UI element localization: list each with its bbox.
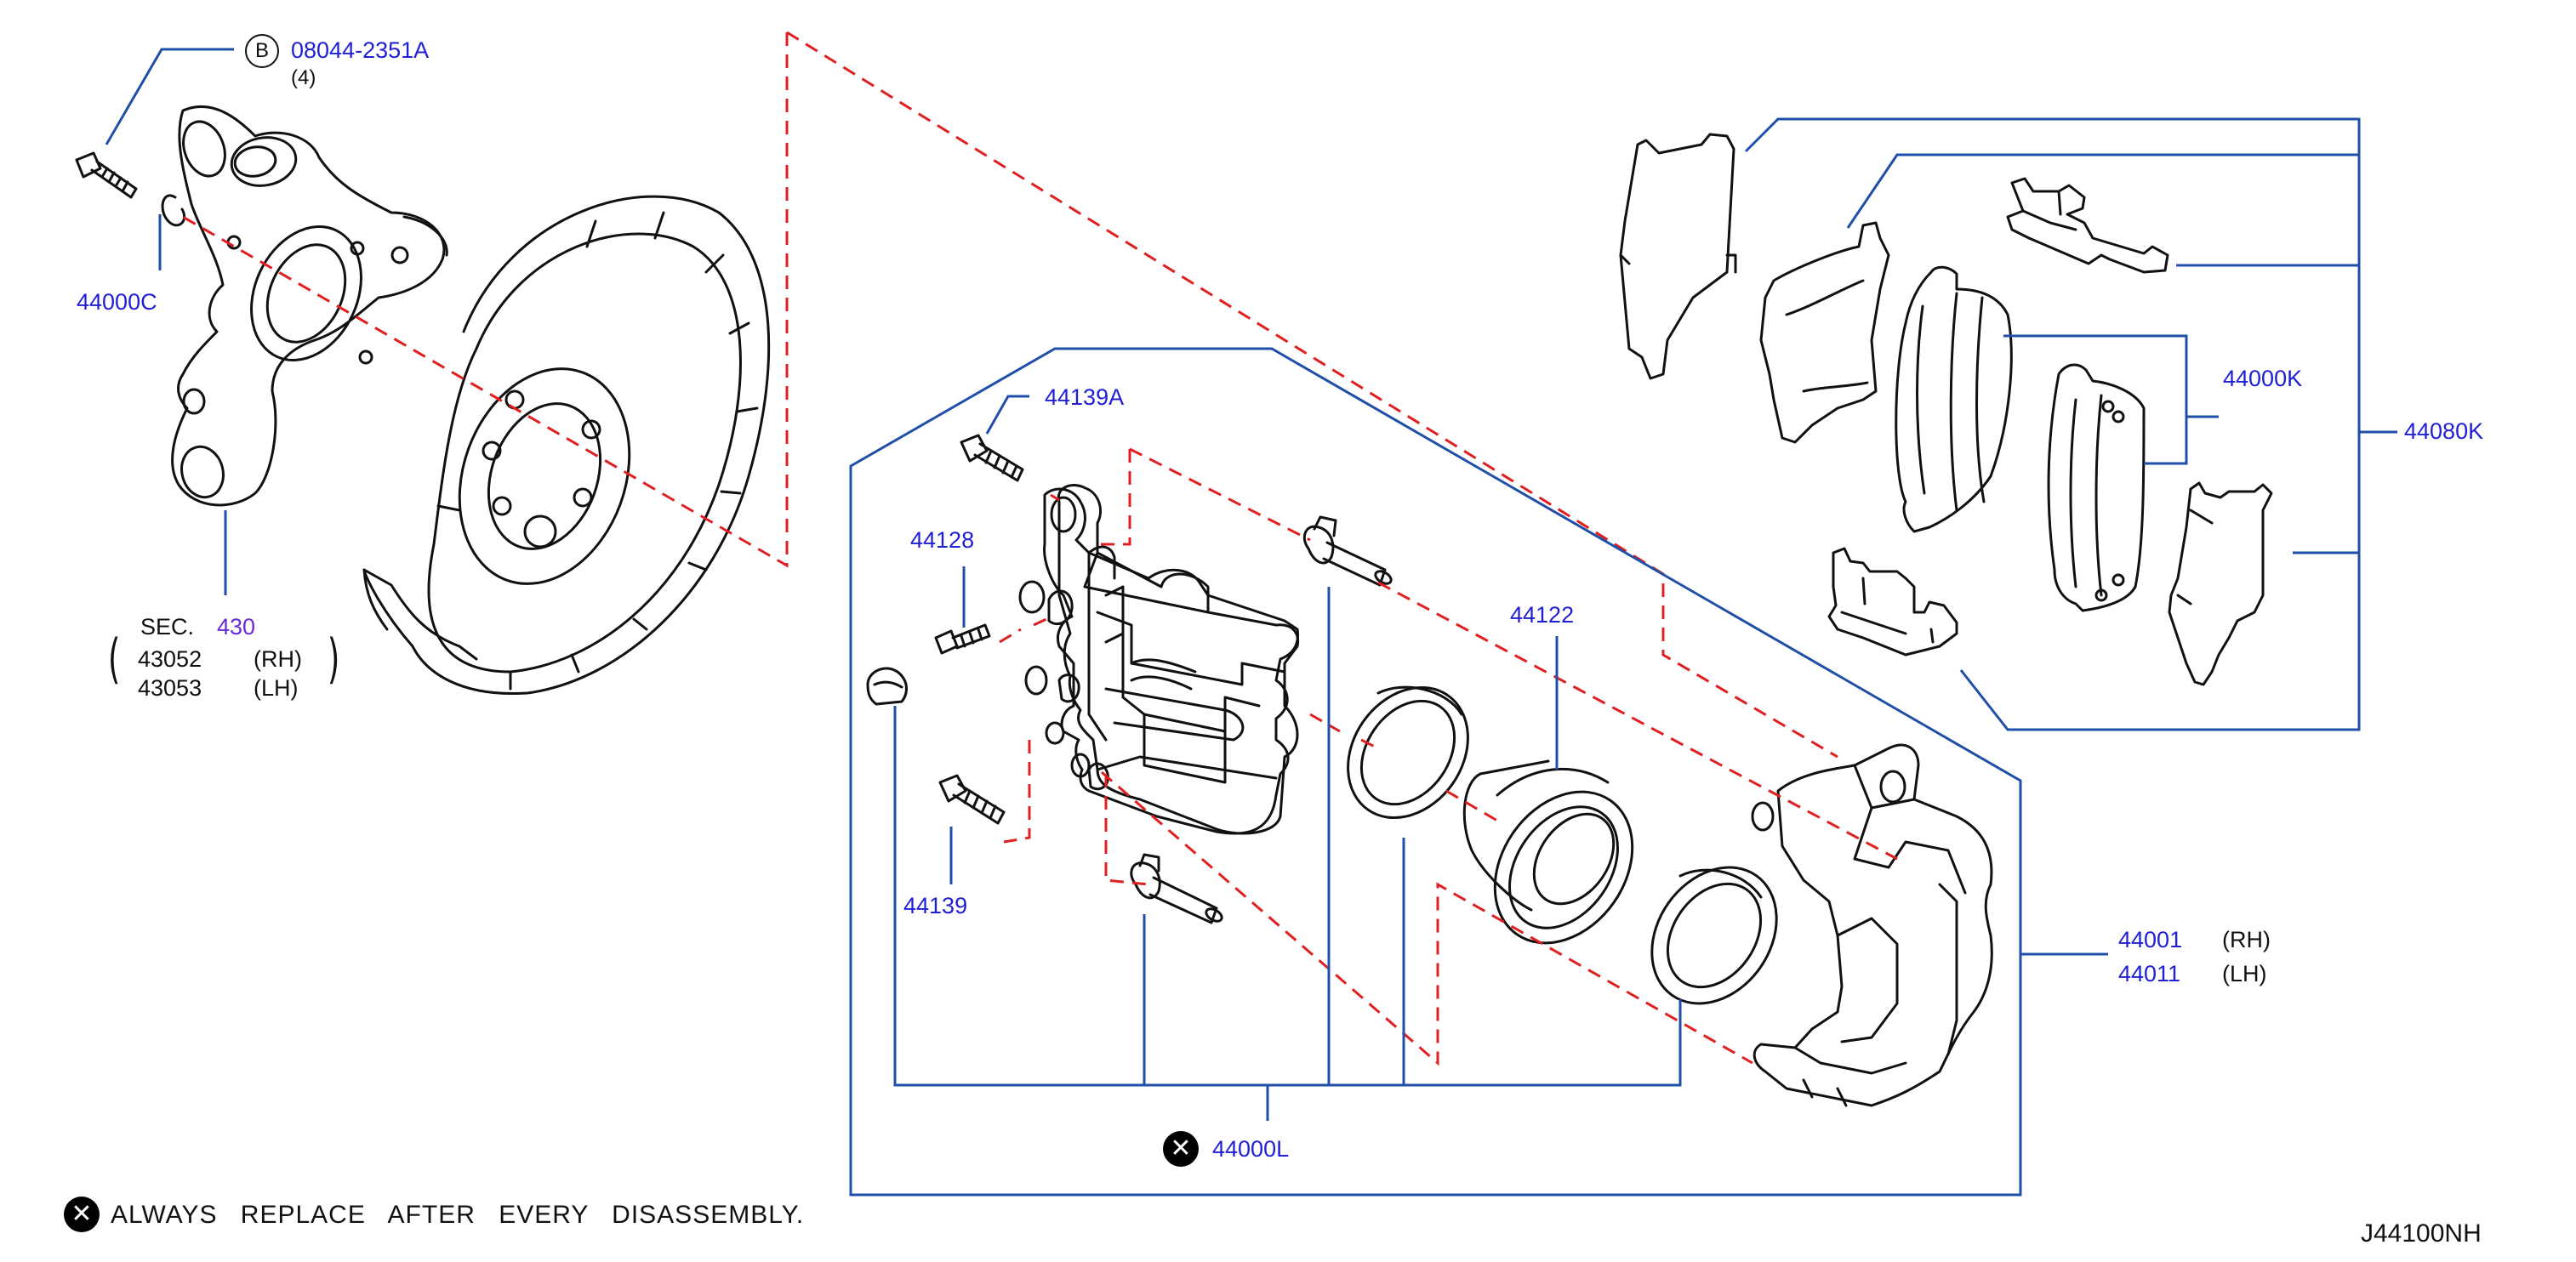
piston-boot-part (1650, 866, 1778, 1005)
caliper-housing-part (1018, 487, 1300, 835)
label-bolt-part[interactable]: 08044-2351A (291, 37, 430, 63)
label-knuckle-lh: (LH) (254, 675, 299, 701)
slide-pin-lower-part (1130, 853, 1223, 924)
piston-part (1462, 759, 1634, 945)
knuckle-bolt-part (75, 151, 138, 199)
label-knuckle-rh: (RH) (254, 646, 302, 672)
bleeder-cap-part (866, 667, 908, 706)
knuckle-paren-left: ( (107, 628, 121, 690)
replace-note: ALWAYS REPLACE AFTER EVERY DISASSEMBLY. (111, 1201, 805, 1229)
label-caliper-lh-no[interactable]: 44011 (2118, 961, 2181, 986)
diagram-id: J44100NH (2361, 1219, 2482, 1248)
bolt-44139a-part (960, 434, 1024, 482)
label-bolt-qty: (4) (291, 66, 316, 89)
label-bolt[interactable]: 44139 (903, 893, 968, 918)
replace-x-icon: ✕ (64, 1197, 100, 1232)
knuckle-washer-part (161, 194, 186, 227)
caliper-bracket-part (1047, 484, 1300, 835)
outer-pad-part (1895, 265, 2013, 533)
label-pad-kit[interactable]: 44080K (2404, 418, 2484, 444)
assembly-guide-lines (182, 31, 1898, 1066)
leader-lines (105, 48, 2397, 1197)
slide-pin-upper-part (1302, 515, 1393, 587)
label-bolt-a[interactable]: 44139A (1045, 384, 1125, 410)
label-piston[interactable]: 44122 (1510, 602, 1575, 628)
bolt-badge-icon: B (245, 34, 279, 68)
bleeder-screw-part (934, 623, 991, 655)
piston-seal-part (1347, 685, 1469, 820)
label-caliper-rh: (RH) (2222, 927, 2271, 952)
outer-shim-part (1619, 133, 1737, 380)
kit-replace-x-icon: ✕ (1163, 1131, 1199, 1167)
bolt-badge-letter: B (254, 39, 269, 62)
steering-knuckle-part (171, 105, 448, 507)
pad-clip-upper-part (2006, 177, 2169, 274)
dust-shield-part (362, 195, 771, 696)
caliper-body-part (1751, 743, 1993, 1107)
label-pads[interactable]: 44000K (2223, 366, 2303, 391)
label-washer[interactable]: 44000C (77, 289, 157, 315)
bolt-44139-part (938, 774, 1006, 825)
inner-shim-part (1759, 221, 1890, 444)
knuckle-paren-right: ) (327, 628, 340, 690)
label-knuckle-rh-no[interactable]: 43052 (138, 646, 202, 672)
label-caliper-lh: (LH) (2222, 961, 2267, 986)
label-sec-prefix: SEC. (140, 614, 195, 640)
label-caliper-rh-no[interactable]: 44001 (2118, 927, 2183, 952)
inner-shim-lower-part (2168, 481, 2273, 686)
label-kit[interactable]: 44000L (1212, 1136, 1290, 1162)
label-knuckle-lh-no[interactable]: 43053 (138, 675, 202, 701)
inner-pad-part (2047, 363, 2146, 612)
label-sec-number[interactable]: 430 (217, 614, 256, 640)
label-bleeder[interactable]: 44128 (910, 527, 975, 553)
pad-clip-lower-part (1827, 547, 1958, 657)
